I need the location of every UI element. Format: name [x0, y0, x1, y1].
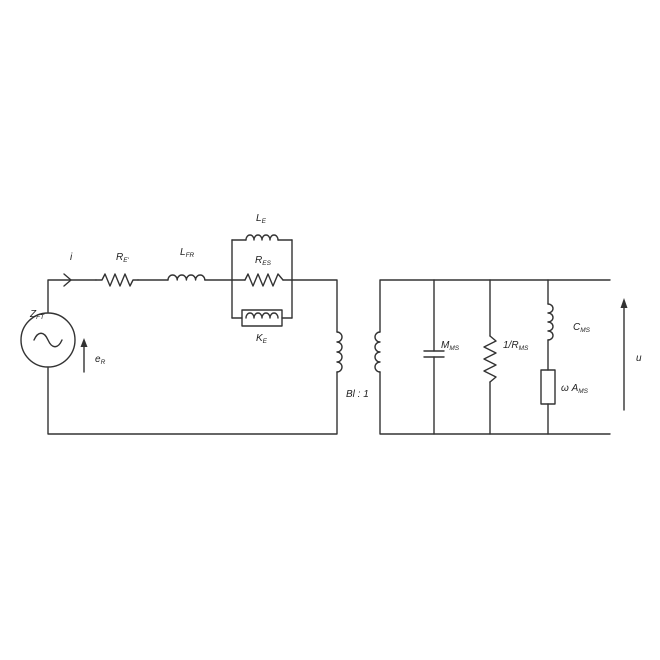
- radiation-resistor-box: [540, 369, 556, 405]
- source-voltage-arrow: [80, 338, 88, 373]
- label-series-resistor: RE': [116, 252, 130, 264]
- ac-source-circle: [20, 312, 76, 368]
- mechanical-resistor: [483, 335, 497, 383]
- transformer-primary-coil: [336, 331, 343, 373]
- label-mass-capacitor: MMS: [441, 340, 460, 352]
- transformer-secondary-coil: [374, 331, 381, 373]
- primary-wiring: [47, 239, 338, 435]
- wire-primary-bottom: [47, 367, 338, 435]
- label-source-impedance: ZFT: [29, 309, 45, 321]
- parallel-inductor: [245, 234, 279, 241]
- parallel-block-ke: [241, 309, 283, 327]
- ke-inductor: [245, 312, 279, 319]
- label-radiation-resistor: ω AMS: [561, 383, 589, 395]
- label-output-velocity: u: [636, 353, 642, 364]
- wire-secondary-top: [379, 279, 611, 333]
- series-inductor: [167, 274, 206, 281]
- mass-capacitor: [423, 350, 445, 358]
- output-velocity-arrow: [620, 298, 628, 411]
- transformer: [336, 331, 381, 373]
- sine-wave-icon: [33, 332, 63, 348]
- series-resistor: [95, 273, 139, 287]
- label-compliance-inductor: CMS: [573, 322, 591, 334]
- ac-source: [20, 312, 76, 368]
- label-source-voltage: eR: [95, 354, 106, 366]
- secondary-wiring: [379, 279, 611, 435]
- label-mechanical-resistor: 1/RMS: [503, 340, 529, 352]
- label-series-inductor: LFR: [180, 247, 195, 259]
- label-parallel-resistor: RES: [255, 255, 272, 267]
- current-arrow: [63, 273, 72, 287]
- parallel-resistor: [244, 273, 284, 287]
- ke-box: [241, 309, 283, 327]
- label-parallel-inductor: LE: [256, 213, 267, 225]
- wire-to-transformer: [291, 279, 338, 333]
- label-transformer-ratio: Bl : 1: [346, 389, 369, 400]
- label-parallel-block: KE: [256, 333, 268, 345]
- label-current: i: [70, 252, 73, 263]
- wire-source-top: [47, 279, 97, 313]
- wire-secondary-bottom: [379, 371, 611, 435]
- compliance-inductor: [547, 303, 554, 341]
